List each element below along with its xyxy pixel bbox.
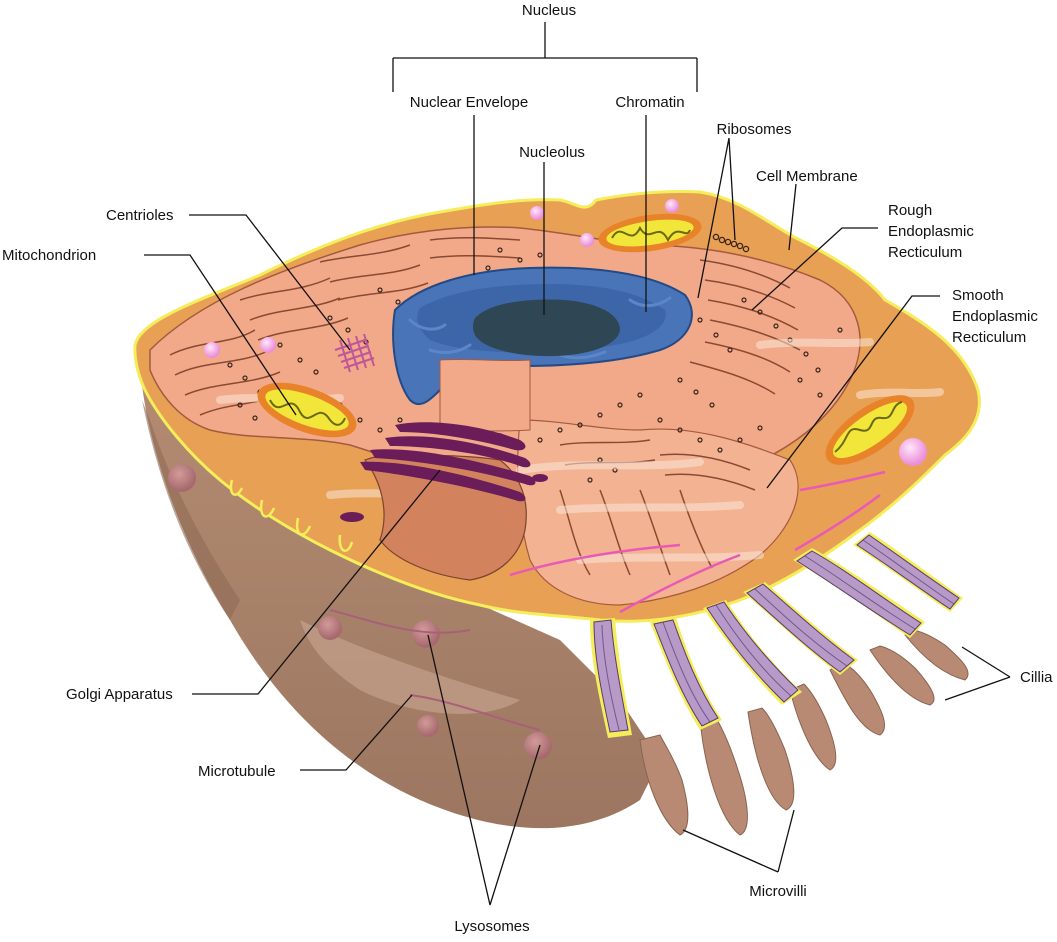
- ribosome-chain: [712, 233, 750, 253]
- leader-lines: [144, 22, 1011, 906]
- cell-body-highlight: [300, 620, 520, 714]
- label-rough-er-3: Recticulum: [888, 244, 962, 261]
- label-cell-membrane: Cell Membrane: [756, 168, 858, 185]
- leader-centrioles: [189, 214, 351, 351]
- centrioles: [334, 333, 375, 373]
- label-chromatin: Chromatin: [615, 94, 684, 111]
- leader-golgi: [192, 469, 441, 695]
- membrane-fringe: [229, 479, 354, 552]
- lysosomes-top: [204, 199, 927, 466]
- leader-microtubule: [300, 694, 413, 771]
- label-smooth-er-3: Recticulum: [952, 329, 1026, 346]
- mitochondrion-top: [598, 213, 702, 253]
- mitochondrion-right: [825, 395, 915, 465]
- label-rough-er-1: Rough: [888, 202, 932, 219]
- er-front-stack: [439, 358, 531, 433]
- cell-body-shadow: [142, 400, 240, 620]
- label-ribosomes: Ribosomes: [716, 121, 791, 138]
- label-centrioles: Centrioles: [106, 207, 174, 224]
- microvilli: [639, 629, 969, 836]
- leader-microvilli: [682, 809, 795, 873]
- label-nucleolus: Nucleolus: [519, 144, 585, 161]
- label-smooth-er-1: Smooth: [952, 287, 1004, 304]
- leader-mitochondrion: [144, 254, 297, 416]
- label-mitochondrion: Mitochondrion: [2, 247, 96, 264]
- label-microtubule: Microtubule: [198, 763, 276, 780]
- label-cillia: Cillia: [1020, 669, 1053, 686]
- leader-ribosomes: [697, 137, 736, 299]
- leader-smooth-er: [766, 295, 940, 489]
- lysosome-side: [417, 715, 439, 737]
- golgi-apparatus: [340, 422, 548, 581]
- leader-cell-membrane: [788, 183, 797, 251]
- lysosome-side: [318, 616, 342, 640]
- label-microvilli: Microvilli: [749, 883, 807, 900]
- lysosome-side: [524, 732, 552, 760]
- label-rough-er-2: Endoplasmic: [888, 223, 974, 240]
- cell-body-side: [142, 385, 660, 829]
- label-nucleus: Nucleus: [522, 2, 576, 19]
- label-golgi: Golgi Apparatus: [66, 686, 173, 703]
- microtubules: [509, 470, 886, 614]
- leader-cillia: [944, 646, 1011, 701]
- microtubule-side: [329, 609, 541, 731]
- label-lysosomes: Lysosomes: [454, 918, 529, 935]
- leader-lysosomes: [427, 634, 541, 906]
- chromatin-strands: [408, 296, 672, 360]
- nucleus-bracket: [392, 22, 698, 92]
- label-nuclear-envelope: Nuclear Envelope: [410, 94, 528, 111]
- lysosome-side: [412, 620, 440, 648]
- nucleolus-shape: [472, 299, 620, 357]
- cilia: [590, 532, 963, 738]
- lysosome-side: [168, 464, 196, 492]
- label-smooth-er-2: Endoplasmic: [952, 308, 1038, 325]
- leader-rough-er: [751, 227, 878, 311]
